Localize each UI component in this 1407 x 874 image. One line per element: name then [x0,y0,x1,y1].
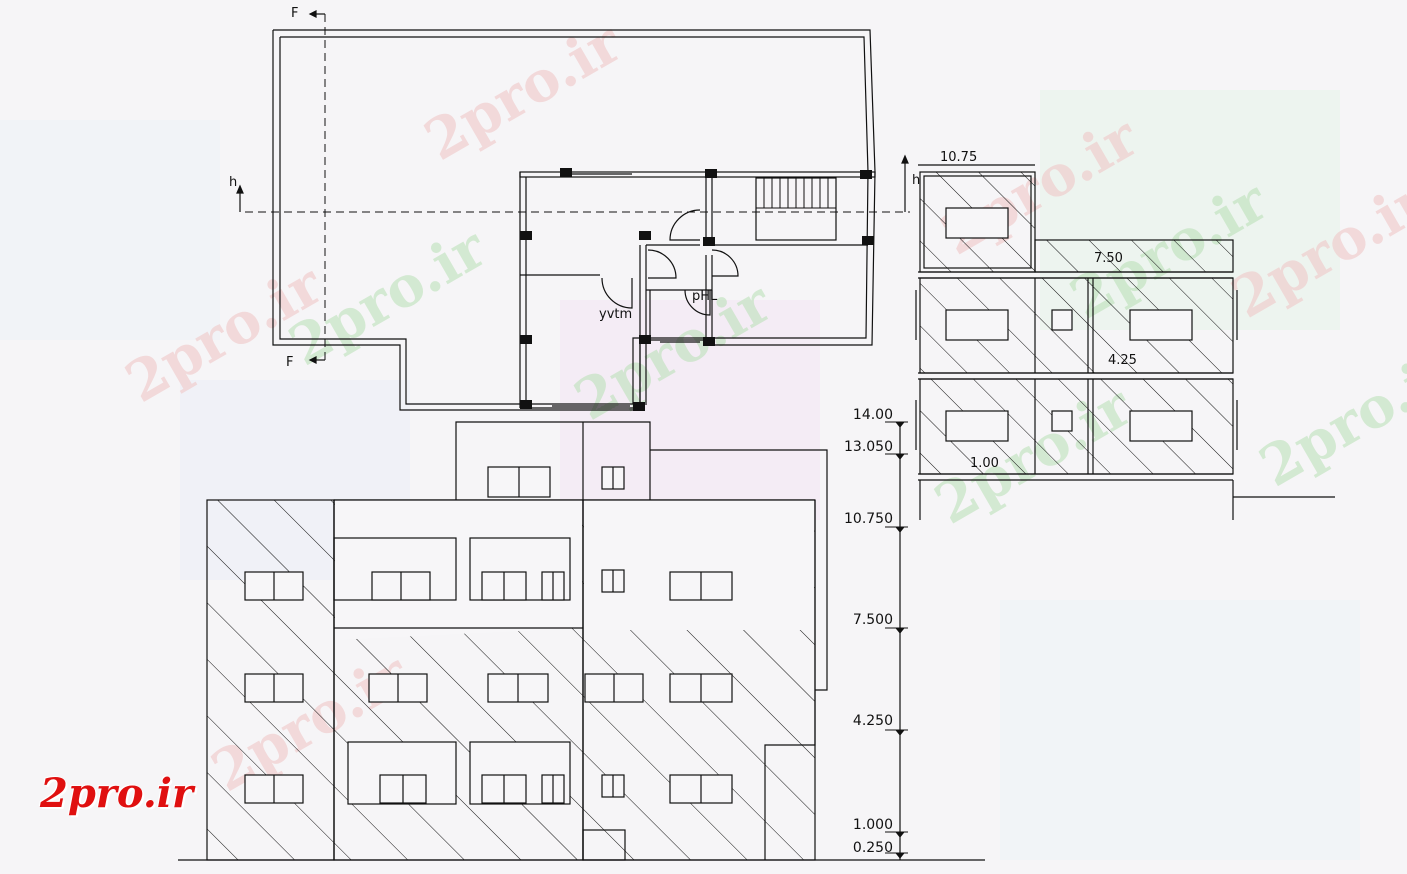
section-dim-mid: 7.50 [1094,251,1123,266]
floor-plan [236,10,910,411]
section-mark-f-bottom: F [286,355,293,370]
level-label-3: 10.750 [844,511,893,527]
section-dim-top: 10.75 [940,150,977,165]
section-dim-bottom: 1.00 [970,456,999,471]
level-markers [885,421,908,859]
level-label-1: 14.00 [853,407,893,423]
room-label-right: pHL [692,289,718,304]
room-label-left: yvtm [599,307,632,322]
plan-outline [272,29,876,411]
section-mark-h-left: h [229,175,237,190]
elevation-view [178,421,985,861]
section-dim-lower: 4.25 [1108,353,1137,368]
level-label-4: 7.500 [853,612,893,628]
level-label-5: 4.250 [853,713,893,729]
section-mark-h-right: h [912,173,920,188]
level-label-7: 0.250 [853,840,893,856]
level-label-2: 13.050 [844,439,893,455]
section-mark-f-top: F [291,6,298,21]
section-view [915,164,1335,520]
windows [244,466,733,804]
site-logo: 2pro.ir [40,770,194,817]
level-label-6: 1.000 [853,817,893,833]
